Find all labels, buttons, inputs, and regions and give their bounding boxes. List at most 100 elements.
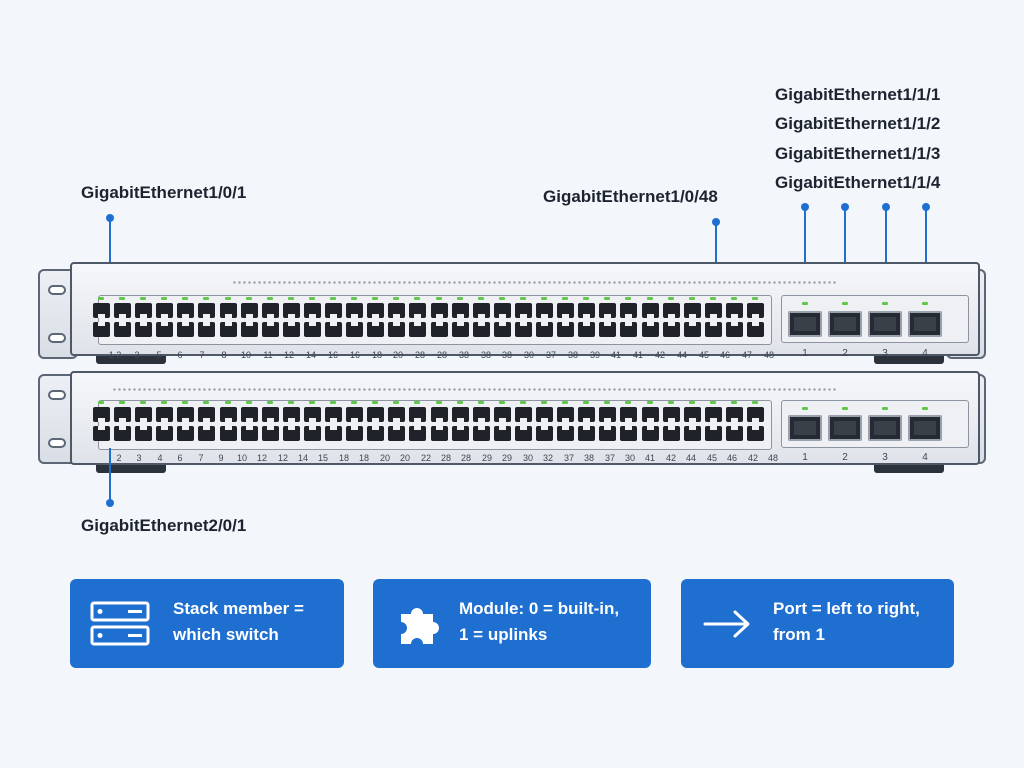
port-number-label: 44 (685, 453, 696, 463)
rj45-port-top (431, 303, 448, 318)
port-number-label: 11 (263, 350, 273, 360)
uplink-link-led (922, 407, 928, 410)
port-number-label: 37 (604, 453, 615, 463)
rj45-port-bottom (557, 426, 574, 441)
rj45-port-top (557, 303, 574, 318)
rj45-port-bottom (93, 426, 110, 441)
rj45-port-top (431, 407, 448, 422)
port-link-led (414, 401, 420, 404)
card-text-line: Module: 0 = built-in, (459, 599, 620, 618)
port-link-led (309, 401, 315, 404)
port-number-label: 22 (420, 453, 431, 463)
port-link-led (246, 297, 252, 300)
rj45-port-top (536, 407, 553, 422)
rj45-port-bottom (663, 426, 680, 441)
port-link-led (98, 297, 104, 300)
port-link-led (499, 401, 505, 404)
rj45-port-bottom (494, 426, 511, 441)
port-link-led (267, 401, 273, 404)
card-text-line: Stack member = (173, 599, 304, 618)
port-number-label: 38 (480, 350, 491, 360)
port-number-label: 4 (157, 453, 163, 463)
card-text-line: 1 = uplinks (459, 625, 548, 644)
port-number-label: 42 (654, 350, 665, 360)
port-link-led (710, 297, 716, 300)
port-number-label: 44 (676, 350, 687, 360)
rj45-port-top (726, 303, 743, 318)
rj45-port-bottom (452, 322, 469, 337)
rj45-port-top (747, 303, 764, 318)
rj45-port-bottom (304, 426, 321, 441)
rj45-port-bottom (135, 426, 152, 441)
rj45-port-bottom (705, 322, 722, 337)
rj45-port-bottom (726, 426, 743, 441)
port-number-label: 20 (392, 350, 403, 360)
uplink-link-led (882, 407, 888, 410)
port-link-led (372, 401, 378, 404)
rj45-port-top (642, 303, 659, 318)
rj45-port-top (620, 303, 637, 318)
rj45-port-top (494, 303, 511, 318)
port-link-led (288, 297, 294, 300)
sfp-uplink-port (788, 311, 822, 337)
port-number-label: 16 (327, 350, 338, 360)
rj45-port-bottom (409, 322, 426, 337)
port-link-led (583, 297, 589, 300)
port-number-label: 47 (741, 350, 752, 360)
server-stack-icon (90, 601, 150, 646)
callout-leader-line (844, 207, 846, 300)
port-link-led (625, 297, 631, 300)
port-number-label: 12 (277, 453, 288, 463)
rj45-port-bottom (536, 322, 553, 337)
port-link-led (351, 401, 357, 404)
rj45-port-top (388, 303, 405, 318)
rj45-port-bottom (409, 426, 426, 441)
rj45-port-bottom (642, 426, 659, 441)
rj45-port-bottom (220, 322, 237, 337)
port-link-led (309, 297, 315, 300)
callout-leader-line (804, 207, 806, 300)
port-link-led (457, 297, 463, 300)
rj45-port-top (283, 303, 300, 318)
port-number-label: 5 (156, 350, 162, 360)
rj45-port-top (156, 407, 173, 422)
rj45-port-bottom (515, 322, 532, 337)
port-link-led (351, 297, 357, 300)
port-link-led (689, 297, 695, 300)
callout-uplink-1: GigabitEthernet1/1/1 (775, 85, 941, 104)
uplink-number-label: 3 (882, 348, 888, 359)
callout-leader-line (925, 207, 927, 300)
port-link-led (604, 401, 610, 404)
port-link-led (140, 297, 146, 300)
rj45-port-top (409, 303, 426, 318)
sfp-uplink-port (868, 311, 902, 337)
port-link-led (119, 401, 125, 404)
rj45-port-top (262, 407, 279, 422)
port-link-led (499, 297, 505, 300)
vent-grille (232, 280, 837, 285)
port-link-led (330, 401, 336, 404)
rj45-port-bottom (367, 426, 384, 441)
port-number-label: 7 (198, 453, 204, 463)
rj45-port-bottom (642, 322, 659, 337)
rj45-port-bottom (599, 322, 616, 337)
rj45-port-top (304, 407, 321, 422)
port-number-label: 29 (481, 453, 492, 463)
rj45-port-top (304, 303, 321, 318)
rj45-port-top (705, 303, 722, 318)
rj45-port-bottom (262, 426, 279, 441)
rj45-port-top (452, 407, 469, 422)
port-number-label: 41 (632, 350, 643, 360)
rj45-port-bottom (473, 322, 490, 337)
rj45-port-bottom (135, 322, 152, 337)
rj45-port-top (578, 303, 595, 318)
port-number-label: 3 (134, 350, 140, 360)
callout-sw1-first-port: GigabitEthernet1/0/1 (81, 183, 247, 202)
rj45-port-top (599, 407, 616, 422)
rj45-port-bottom (494, 322, 511, 337)
port-number-label: 46 (726, 453, 737, 463)
port-link-led (393, 297, 399, 300)
sfp-uplink-port (908, 311, 942, 337)
port-number-label: 30 (624, 453, 635, 463)
port-number-label: 48 (763, 350, 774, 360)
